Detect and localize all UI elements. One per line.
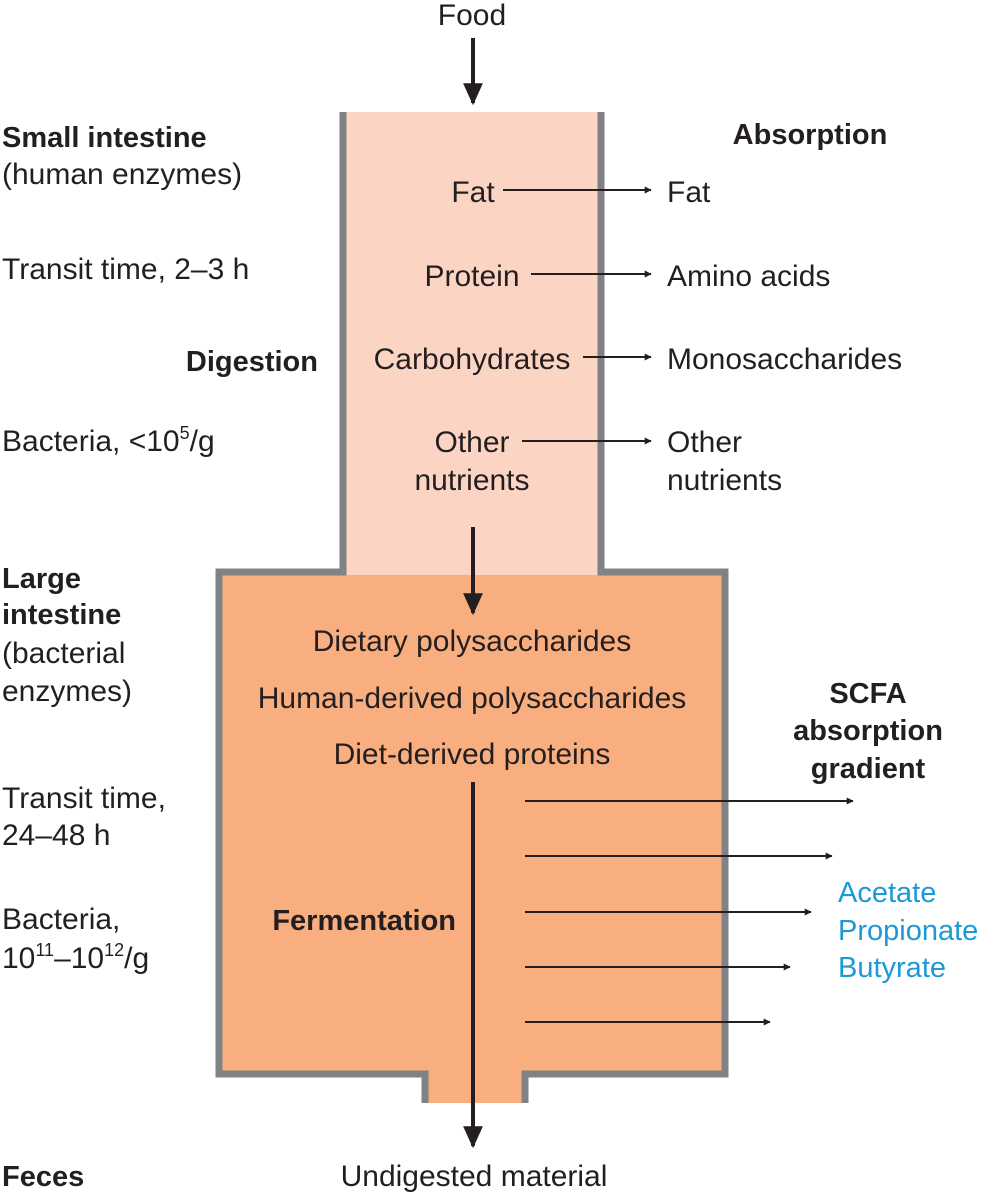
small-intestine-title: Small intestine (2, 122, 207, 154)
absorbed-monosaccharides: Monosaccharides (667, 343, 902, 376)
large-intestine-subtitle-line1: (bacterial (2, 637, 125, 670)
absorbed-amino-acids: Amino acids (667, 260, 830, 293)
scfa-title-line3: gradient (811, 753, 926, 785)
large-intestine-bacteria-line2: 1011–1012/g (2, 940, 149, 975)
large-intestine-title-line2: intestine (2, 599, 121, 631)
small-intestine-transit-time: Transit time, 2–3 h (2, 253, 249, 286)
large-intestine-transit-line2: 24–48 h (2, 819, 110, 852)
large-intestine-transit-line1: Transit time, (2, 782, 166, 815)
substrate-diet-derived-proteins: Diet-derived proteins (334, 738, 611, 771)
scfa-acetate: Acetate (838, 877, 936, 909)
scfa-title-line2: absorption (793, 715, 943, 747)
scfa-butyrate: Butyrate (838, 952, 946, 984)
absorption-title: Absorption (733, 119, 888, 151)
digestion-label: Digestion (186, 346, 318, 378)
absorbed-other-line1: Other (667, 426, 742, 459)
scfa-title-line1: SCFA (829, 678, 906, 710)
nutrient-other-line1: Other (434, 426, 509, 459)
nutrient-other-line2: nutrients (414, 464, 529, 497)
absorbed-other-line2: nutrients (667, 464, 782, 497)
small-intestine-bacteria: Bacteria, <105/g (2, 423, 215, 458)
nutrient-fat: Fat (451, 176, 495, 209)
nutrient-protein: Protein (424, 260, 519, 293)
undigested-material-label: Undigested material (341, 1160, 608, 1193)
food-label: Food (438, 0, 506, 32)
absorbed-fat: Fat (667, 176, 711, 209)
large-intestine-title-line1: Large (2, 563, 81, 595)
small-intestine-subtitle: (human enzymes) (2, 158, 242, 191)
scfa-propionate: Propionate (838, 915, 978, 947)
scfa-gradient-arrows (525, 797, 854, 1026)
large-intestine-subtitle-line2: enzymes) (2, 675, 132, 708)
absorption-arrows (503, 186, 652, 445)
intestine-wall (215, 112, 729, 1103)
substrate-human-derived-polysaccharides: Human-derived polysaccharides (258, 682, 687, 715)
feces-label: Feces (2, 1161, 84, 1193)
large-intestine-bacteria-line1: Bacteria, (2, 903, 120, 936)
nutrient-carbohydrates: Carbohydrates (374, 343, 571, 376)
fermentation-label: Fermentation (272, 905, 456, 937)
substrate-dietary-polysaccharides: Dietary polysaccharides (313, 625, 631, 658)
